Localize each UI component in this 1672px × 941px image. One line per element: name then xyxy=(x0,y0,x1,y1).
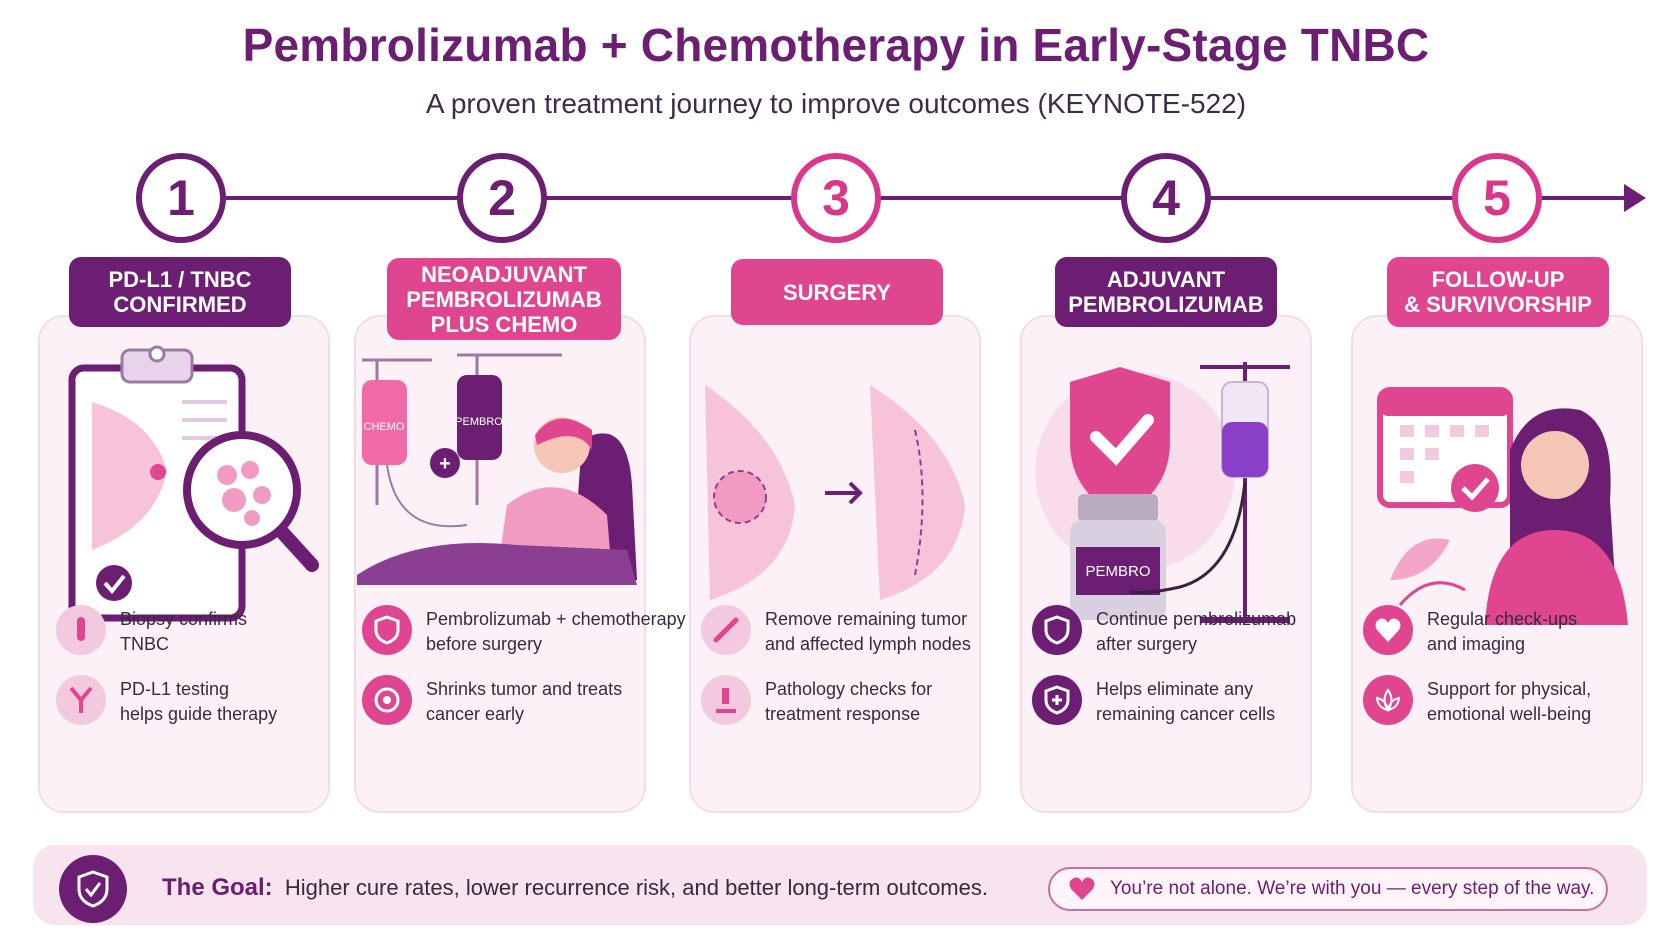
timeline-arrow-icon xyxy=(1624,184,1646,212)
shield-icon xyxy=(362,605,412,655)
step-number-2: 2 xyxy=(457,153,547,243)
shield-plus-icon xyxy=(1032,675,1082,725)
test-tube-icon xyxy=(56,605,106,655)
goal-text: Higher cure rates, lower recurrence risk… xyxy=(284,875,988,900)
chemo-bag-label: CHEMO xyxy=(364,421,405,433)
pembro-bag-label: PEMBRO xyxy=(455,416,503,428)
support-text: You’re not alone. We’re with you — every… xyxy=(1110,878,1595,899)
surgery-illustration xyxy=(705,385,965,600)
step-label-3: SURGERY xyxy=(731,259,943,325)
step-label-5: FOLLOW-UP& SURVIVORSHIP xyxy=(1387,257,1609,327)
step-5-bullet-2: Support for physical,emotional well-bein… xyxy=(1363,675,1591,727)
vial-label: PEMBRO xyxy=(1085,563,1150,580)
page-title: Pembrolizumab + Chemotherapy in Early-St… xyxy=(242,19,1430,71)
heart-icon xyxy=(1069,877,1095,900)
shield-icon xyxy=(1032,605,1082,655)
scalpel-icon xyxy=(701,605,751,655)
lotus-icon xyxy=(1363,675,1413,725)
step-number-3: 3 xyxy=(791,153,881,243)
step-number-4: 4 xyxy=(1121,153,1211,243)
target-icon xyxy=(362,675,412,725)
shield-check-icon xyxy=(59,855,127,923)
goal-label: The Goal: xyxy=(162,874,273,901)
adjuvant-illustration: PEMBRO xyxy=(1035,362,1290,623)
biopsy-clipboard-illustration xyxy=(68,345,319,622)
timeline: 1 2 3 4 5 xyxy=(0,150,1672,250)
antibody-icon xyxy=(56,675,106,725)
support-message: You’re not alone. We’re with you — every… xyxy=(1048,867,1608,911)
heart-icon xyxy=(1363,605,1413,655)
microscope-icon xyxy=(701,675,751,725)
goal-statement: The Goal: Higher cure rates, lower recur… xyxy=(162,874,988,902)
survivorship-illustration xyxy=(1377,387,1628,625)
page-subtitle: A proven treatment journey to improve ou… xyxy=(425,88,1247,119)
plus-icon: + xyxy=(439,453,451,475)
infusion-illustration: CHEMO PEMBRO + xyxy=(357,353,637,585)
step-number-1: 1 xyxy=(136,153,226,243)
step-number-5: 5 xyxy=(1452,153,1542,243)
